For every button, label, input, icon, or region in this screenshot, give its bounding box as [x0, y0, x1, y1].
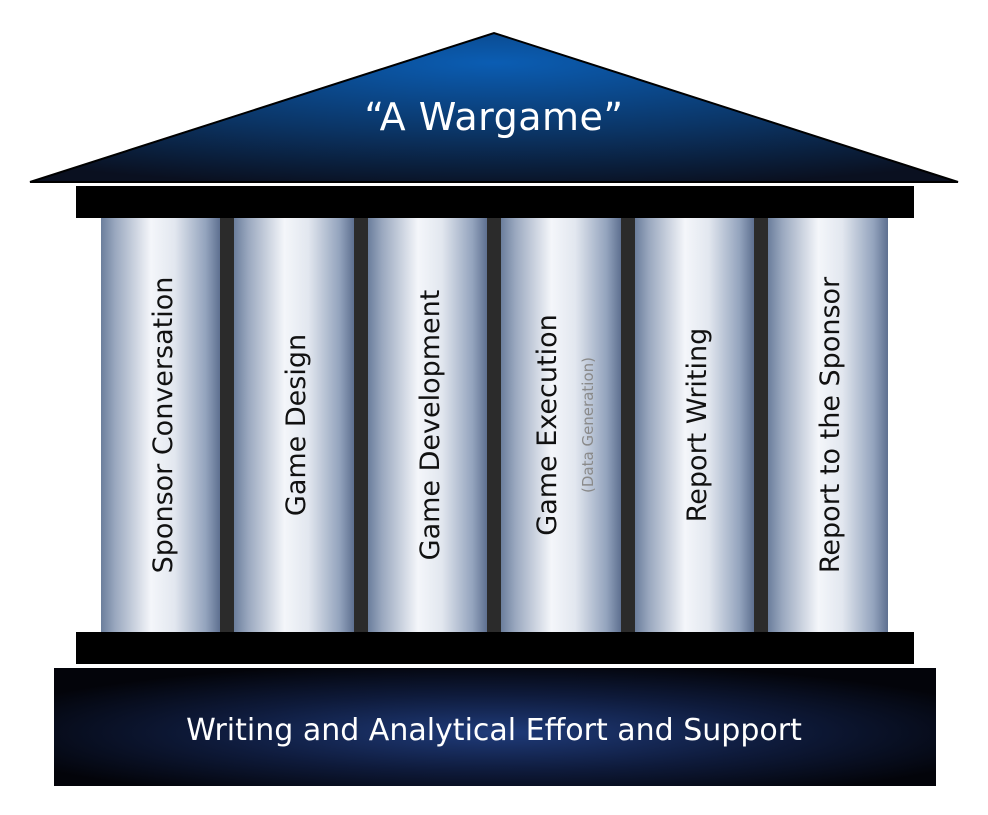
- pillar-divider: [354, 218, 368, 632]
- top-beam: [76, 186, 914, 218]
- pillar-report-writing: [635, 218, 754, 632]
- foundation-label: Writing and Analytical Effort and Suppor…: [186, 713, 802, 748]
- pillar-divider: [487, 218, 501, 632]
- pillar-sponsor-conversation: [101, 218, 220, 632]
- pillar-report-to-the-sponsor: [768, 218, 888, 632]
- pillar-divider: [220, 218, 234, 632]
- foundation: [54, 668, 936, 786]
- pillar-sublabel-data-generation: (Data Generation): [579, 357, 597, 493]
- pillar-label-game-design: Game Design: [281, 334, 312, 516]
- pillar-game-execution: [501, 218, 621, 632]
- bottom-beam: [76, 632, 914, 664]
- roof-title: “A Wargame”: [364, 95, 623, 139]
- pillar-label-sponsor-conversation: Sponsor Conversation: [148, 277, 179, 574]
- pillar-label-game-development: Game Development: [415, 290, 446, 561]
- roof: [29, 31, 959, 183]
- pillar-label-report-to-the-sponsor: Report to the Sponsor: [815, 276, 846, 573]
- pillar-label-report-writing: Report Writing: [682, 328, 713, 523]
- pillar-divider: [621, 218, 635, 632]
- pillar-game-design: [234, 218, 354, 632]
- pillar-divider: [754, 218, 768, 632]
- pillar-game-development: [368, 218, 487, 632]
- pillar-label-game-execution: Game Execution: [532, 314, 563, 535]
